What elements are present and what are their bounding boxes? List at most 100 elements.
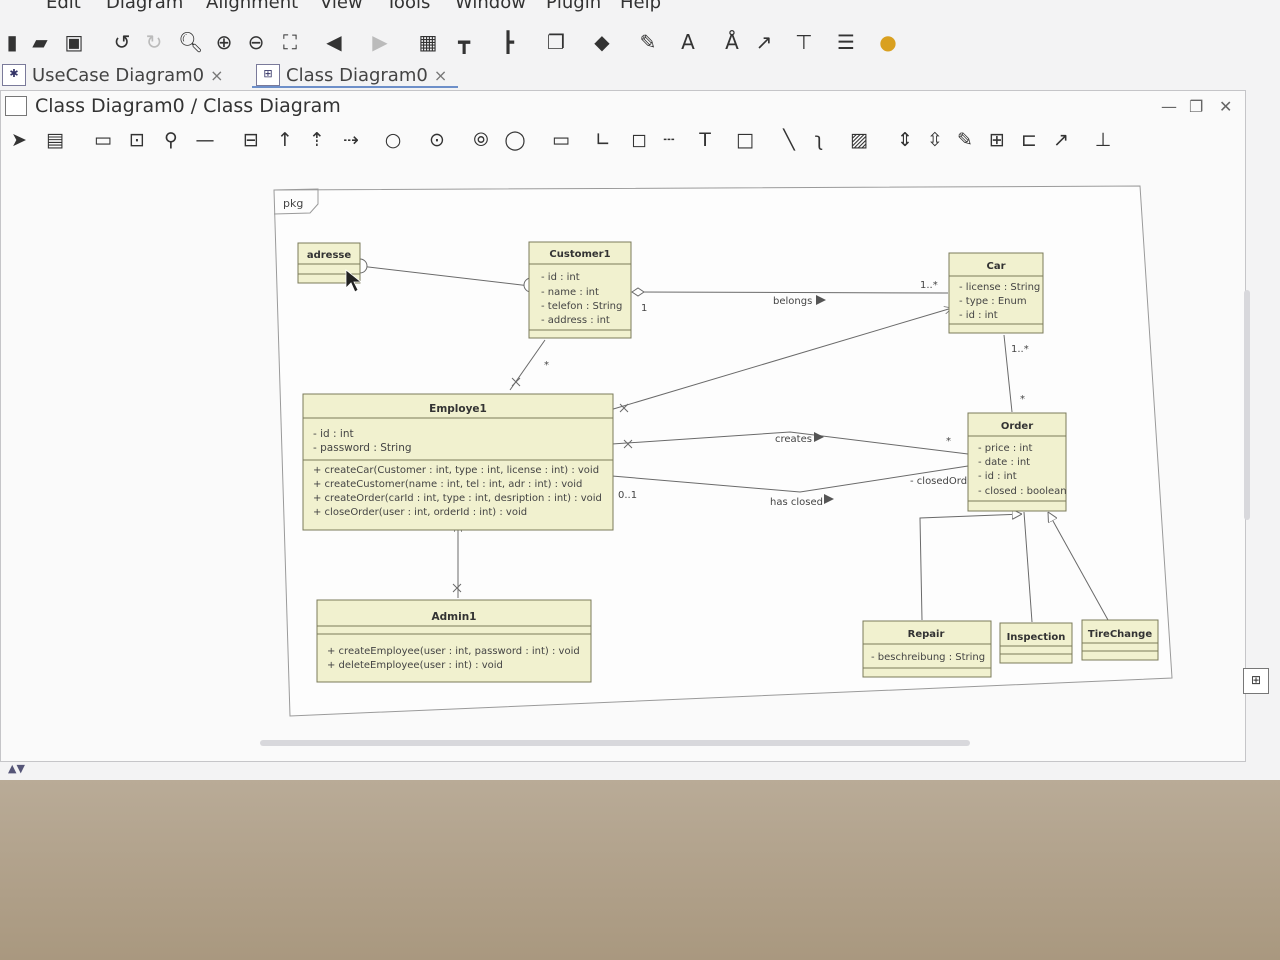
main-toolbar: ▮ ▰ ▣ ↺ ↻ 🔍︎ ⊕ ⊖ ⛶ ◀ ▶ ▦ ┳ ┣ ❐ ◆ ✎ A Å ↗… — [0, 26, 1280, 60]
text-tool-icon[interactable]: T — [699, 129, 711, 151]
stack-icon[interactable]: ☰ — [837, 30, 855, 54]
select-pointer-icon[interactable]: ➤ — [11, 129, 27, 151]
has-closed-association[interactable] — [611, 465, 969, 493]
attribute: - id : int — [541, 272, 580, 283]
menu-diagram[interactable]: Diagram — [106, 0, 184, 13]
rectangle-tool-icon[interactable]: □ — [736, 129, 754, 151]
car-order-association[interactable] — [1003, 334, 1013, 413]
open-folder-icon[interactable]: ▰ — [32, 30, 48, 54]
class-repair[interactable]: Repair - beschreibung : String — [862, 620, 992, 678]
association-tool-icon[interactable]: — — [195, 129, 215, 151]
menu-edit[interactable]: Edit — [46, 0, 81, 13]
pin-icon[interactable]: ✎ — [957, 129, 973, 151]
class-name: Employe1 — [429, 403, 487, 415]
fit-window-icon[interactable]: ⛶ — [283, 30, 297, 54]
employe-car-association[interactable] — [609, 308, 952, 411]
menu-plugin[interactable]: Plugin — [546, 0, 602, 13]
line-style-icon[interactable]: ↗ — [755, 30, 773, 54]
overview-navigator-icon[interactable]: ⊞ — [1243, 668, 1269, 694]
line-tool-icon[interactable]: ╲ — [783, 129, 795, 151]
note-tool-icon[interactable]: ◻ — [631, 129, 647, 151]
class-admin[interactable]: Admin1 + createEmployee(user : int, pass… — [316, 599, 592, 683]
dependency-tool-icon[interactable]: ⇢ — [343, 129, 359, 151]
port-tool-icon[interactable]: ◯ — [504, 129, 526, 151]
note-link-icon[interactable]: ┄ — [663, 129, 675, 151]
interface-link[interactable] — [359, 265, 531, 287]
layout-icon[interactable]: ▦ — [418, 30, 438, 54]
font-color-icon[interactable]: A — [681, 30, 695, 54]
close-window-icon[interactable]: ✕ — [1219, 97, 1233, 116]
menu-view[interactable]: View — [320, 0, 363, 13]
inspection-order-generalization[interactable] — [1023, 511, 1033, 623]
collapse-panel-icon[interactable]: ▲▼ — [8, 762, 25, 775]
arrange-icon[interactable]: ❐ — [547, 30, 565, 54]
restore-icon[interactable]: ❐ — [1189, 97, 1204, 116]
diagram-canvas: pkg belongs c — [273, 185, 1173, 717]
generalization-tool-icon[interactable]: ↑ — [277, 129, 293, 151]
creates-association[interactable] — [611, 431, 969, 455]
zoom-in-icon[interactable]: ⊕ — [215, 30, 233, 54]
save-icon[interactable]: ▣ — [64, 30, 84, 54]
show-compartment-icon[interactable]: ⊏ — [1021, 129, 1037, 151]
align-left-icon[interactable]: ┣ — [501, 30, 515, 54]
attribute-tool-icon[interactable]: ⊟ — [243, 129, 259, 151]
menu-tools[interactable]: Tools — [386, 0, 431, 13]
corner-tool-icon[interactable]: ∟ — [595, 129, 611, 151]
zoom-icon[interactable]: 🔍︎ — [178, 30, 204, 54]
zoom-out-icon[interactable]: ⊖ — [247, 30, 265, 54]
attribute: - price : int — [978, 443, 1033, 454]
menu-alignment[interactable]: Alignment — [206, 0, 299, 13]
class-name: adresse — [307, 250, 352, 261]
attribute: - id : int — [313, 428, 354, 440]
provided-interface-icon[interactable]: ⊙ — [429, 129, 445, 151]
slot-tool-icon[interactable]: ▭ — [552, 129, 570, 151]
interface-tool-icon[interactable]: ○ — [384, 129, 402, 151]
add-compartment-icon[interactable]: ⊞ — [989, 129, 1005, 151]
belongs-label: belongs — [773, 296, 812, 307]
realization-tool-icon[interactable]: ⇡ — [309, 129, 325, 151]
menu-window[interactable]: Window — [455, 0, 526, 13]
operation: + createCustomer(name : int, tel : int, … — [313, 479, 582, 490]
repair-order-generalization[interactable] — [919, 514, 1022, 621]
close-icon[interactable]: × — [433, 65, 448, 85]
class-employe[interactable]: Employe1 - id : int - password : String … — [302, 393, 614, 531]
horizontal-scrollbar[interactable] — [260, 740, 970, 746]
subsystem-tool-icon[interactable]: ⊡ — [129, 129, 145, 151]
fill-color-icon[interactable]: ◆ — [594, 30, 610, 54]
undo-icon[interactable]: ↺ — [113, 30, 131, 54]
new-file-icon[interactable]: ▮ — [6, 30, 18, 54]
tab-class-diagram[interactable]: ⊞ Class Diagram0 × — [256, 62, 447, 88]
class-tool-icon[interactable]: ▤ — [46, 129, 64, 151]
package-tool-icon[interactable]: ▭ — [94, 129, 112, 151]
pin-tool-icon[interactable]: ⚲ — [164, 129, 178, 151]
menu-bar: Edit Diagram Alignment View Tools Window… — [0, 0, 1280, 18]
belongs-association[interactable] — [631, 291, 949, 294]
close-icon[interactable]: × — [210, 65, 224, 85]
vertical-scrollbar[interactable] — [1244, 290, 1250, 520]
line-color-icon[interactable]: ✎ — [639, 30, 657, 54]
required-interface-icon[interactable]: ⦾ — [473, 129, 489, 151]
tirechange-order-generalization[interactable] — [1048, 512, 1109, 621]
back-arrow-icon[interactable]: ◀ — [326, 30, 342, 54]
class-tirechange[interactable]: TireChange — [1081, 619, 1159, 661]
align-top-icon[interactable]: ┳ — [457, 30, 471, 54]
class-inspection[interactable]: Inspection — [999, 622, 1073, 664]
class-car[interactable]: Car - license : String - type : Enum - i… — [948, 252, 1044, 334]
tab-usecase-diagram[interactable]: ✱ UseCase Diagram0 × — [2, 62, 224, 88]
redo-icon[interactable]: ↻ — [145, 30, 163, 54]
direction-arrow-icon — [816, 295, 826, 305]
connector-style-icon[interactable]: ↗ — [1053, 129, 1069, 151]
class-customer[interactable]: Customer1 - id : int - name : int - tele… — [528, 241, 632, 339]
menu-help[interactable]: Help — [620, 0, 662, 13]
forward-arrow-icon[interactable]: ▶ — [372, 30, 388, 54]
class-order[interactable]: Order - price : int - date : int - id : … — [967, 412, 1067, 512]
freehand-tool-icon[interactable]: ʅ — [814, 129, 824, 151]
smiley-icon[interactable]: ● — [879, 30, 897, 54]
font-size-icon[interactable]: Å — [725, 30, 739, 54]
stack-tool-icon[interactable]: ⊥ — [1094, 129, 1112, 151]
expand-vertical-icon[interactable]: ⇕ — [897, 129, 913, 151]
compress-vertical-icon[interactable]: ⇳ — [927, 129, 943, 151]
minimize-icon[interactable]: — — [1161, 97, 1177, 116]
image-tool-icon[interactable]: ▨ — [850, 129, 868, 151]
tree-layout-icon[interactable]: ⊤ — [795, 30, 813, 54]
